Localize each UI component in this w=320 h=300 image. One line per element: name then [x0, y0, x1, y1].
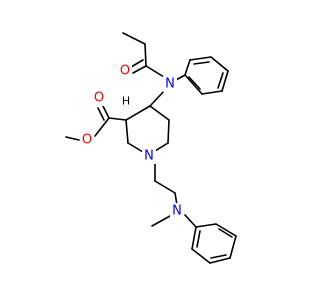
bond-ester-carbon-o-double-b [97, 107, 105, 121]
bond-phenyl2-c [229, 235, 237, 259]
atom-piperidine-nitrogen: N [142, 148, 156, 164]
bond-carbonyl-oxygen-a [132, 65, 147, 74]
bonds [65, 32, 237, 264]
bond-ring-c5-c6 [167, 119, 170, 144]
atom-ester-oxygen-double: O [92, 90, 106, 106]
bond-ring-c6-n1 [154, 142, 169, 152]
bond-phenyl2-double-a [218, 228, 233, 238]
bond-ester-carbon-o-single [94, 117, 110, 137]
bond-phenyl1-c [210, 56, 229, 72]
atom-labels: O N O O H N N [80, 63, 184, 219]
bond-carbonyl-amide-n [145, 65, 165, 78]
bond-phenyl1-double-a [193, 61, 210, 65]
bond-phenyl2-f [191, 226, 197, 250]
bond-amide-n-phenyl [175, 74, 186, 81]
ester-oxygen-double-label: O [94, 91, 104, 106]
bond-phenyl1-f [184, 74, 203, 95]
bond-ring-c3-c4 [125, 105, 151, 121]
bond-ring-c2-c3 [125, 119, 129, 144]
atom-carbonyl-oxygen: O [118, 63, 132, 79]
bond-phenyl1-double-c [188, 76, 201, 90]
bond-phenyl1-double-b [217, 72, 224, 89]
bond-phenyl2-b [215, 223, 237, 237]
bond-carbonyl-oxygen-b [130, 59, 144, 68]
atom-aniline-nitrogen: N [170, 203, 184, 219]
bond-ch2-ch2 [154, 180, 176, 194]
bond-phenyl2-d [209, 257, 231, 264]
bond-ester-o-methyl [65, 136, 80, 141]
bond-phenyl2-double-b [210, 254, 227, 259]
piperidine-nitrogen-label: N [144, 149, 154, 164]
chemical-structure-diagram: O N O O H N N [65, 32, 237, 264]
atom-stereo-hydrogen: H [121, 95, 130, 108]
bond-phenyl2-double-c [196, 230, 201, 248]
bond-phenyl2-a [195, 223, 217, 228]
bond-phenyl1-b [189, 56, 212, 61]
bond-ring-c4-c5 [149, 105, 170, 121]
amide-nitrogen-label: N [165, 77, 175, 92]
stereo-hydrogen-label: H [122, 95, 130, 108]
atom-amide-nitrogen: N [163, 76, 177, 92]
atom-ester-oxygen-single: O [80, 132, 94, 148]
bond-ethyl-ch2-carbonyl [144, 43, 147, 67]
bond-aniline-n-methyl [151, 215, 171, 227]
bond-ethyl-ch3-ch2 [122, 32, 146, 45]
bond-ring-n1-c2 [127, 142, 144, 153]
ester-oxygen-single-label: O [82, 133, 92, 148]
bond-phenyl1-a [184, 59, 191, 76]
bond-phenyl1-d [221, 70, 229, 92]
bond-ester-carbon-o-double-a [102, 105, 110, 119]
bond-aniline-n-phenyl [184, 214, 197, 228]
bond-c3-ester-carbon [108, 117, 127, 121]
aniline-nitrogen-label: N [172, 204, 182, 219]
bond-phenyl2-e [191, 248, 211, 264]
bond-phenyl1-e [201, 90, 223, 95]
carbonyl-oxygen-label: O [120, 64, 130, 79]
